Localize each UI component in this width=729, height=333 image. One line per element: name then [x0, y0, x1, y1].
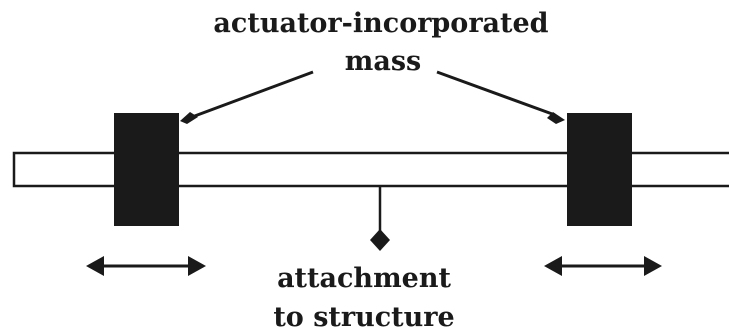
right-leader-line	[436, 70, 565, 124]
attachment-stem	[370, 186, 390, 251]
right-motion-arrow	[544, 256, 662, 276]
right-mass	[567, 113, 632, 226]
label-attachment-line1: attachment	[277, 263, 451, 294]
label-actuator-mass-line2: mass	[345, 46, 421, 77]
left-mass	[114, 113, 179, 226]
left-leader-line	[180, 70, 314, 124]
label-attachment-line2: to structure	[273, 302, 454, 333]
left-motion-arrow	[86, 256, 206, 276]
label-actuator-mass-line1: actuator-incorporated	[213, 8, 548, 39]
